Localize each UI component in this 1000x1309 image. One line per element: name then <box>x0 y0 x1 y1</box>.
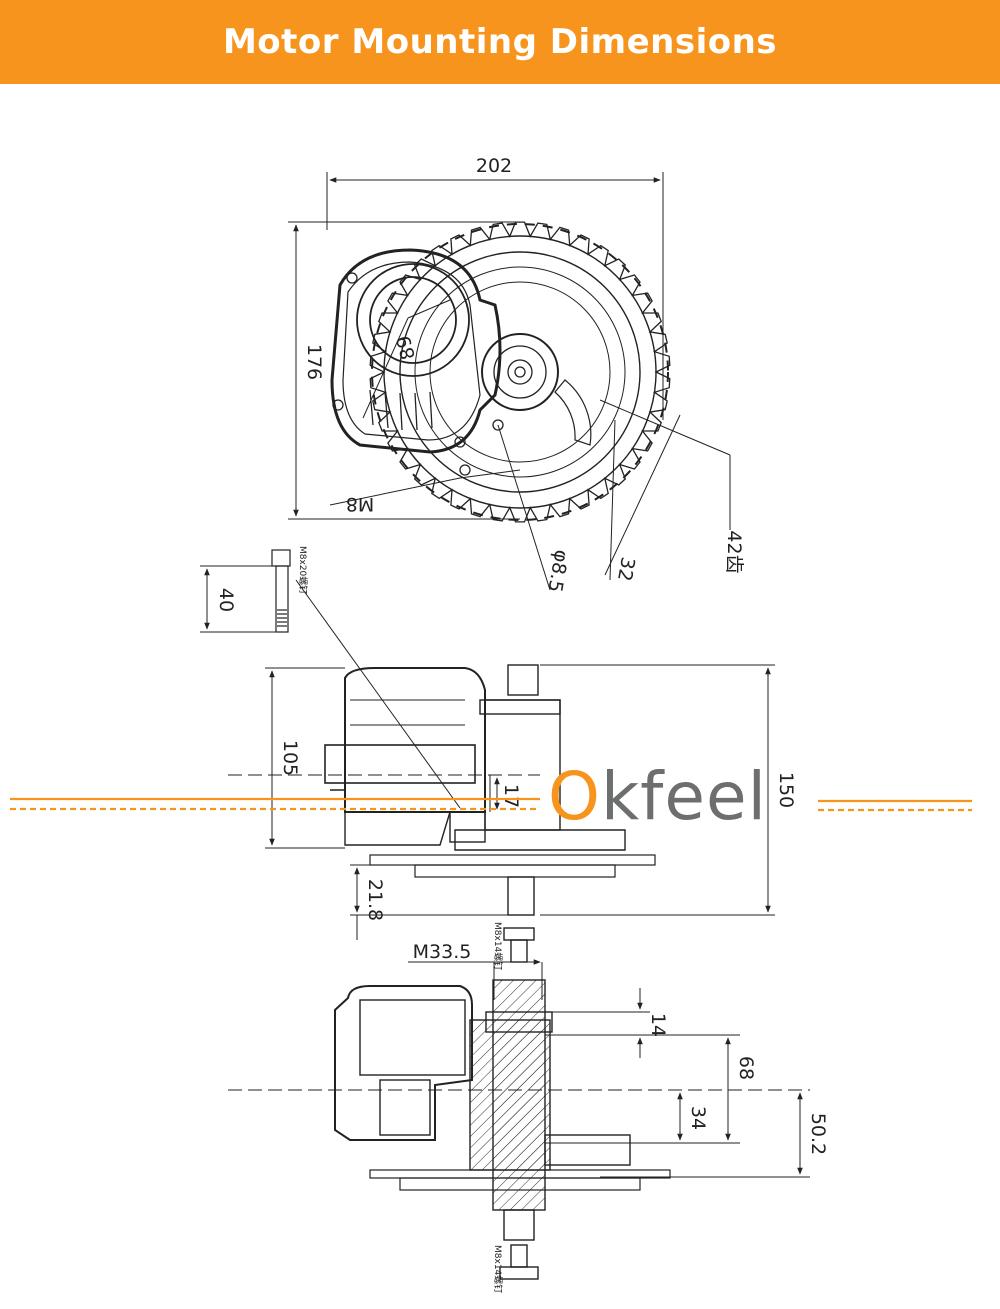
dim-offset: 32 <box>613 555 639 583</box>
dim-total: 150 <box>775 772 797 808</box>
brand-first-letter: O <box>548 758 601 835</box>
dim-hole: φ8.5 <box>543 548 572 594</box>
brand-logo: Okfeel <box>548 758 767 835</box>
dim-68: 68 <box>735 1056 757 1080</box>
dim-axle: 17 <box>500 784 522 808</box>
bolt-label: M8x20螺钉 <box>297 546 308 594</box>
page-title: Motor Mounting Dimensions <box>222 22 778 62</box>
guide-lines <box>10 797 972 812</box>
technical-drawing: 202 176 89 M8 φ8.5 32 42齿 M8x20螺钉 40 <box>10 155 972 1293</box>
dim-bolt-circle: 89 <box>392 333 420 362</box>
dim-thread: M8 <box>346 493 374 515</box>
top-view <box>288 172 731 591</box>
dim-14: 14 <box>647 1013 669 1037</box>
dim-housing: 105 <box>279 740 301 776</box>
dim-width: 202 <box>476 155 512 177</box>
dim-34: 34 <box>687 1106 709 1130</box>
chainring-teeth-outline <box>369 221 671 523</box>
bolt-detail <box>200 549 461 809</box>
brand-rest: kfeel <box>600 758 767 835</box>
dim-chainline: 21.8 <box>364 879 386 921</box>
chainring-teeth <box>369 221 671 523</box>
header-banner: Motor Mounting Dimensions <box>0 0 1000 84</box>
screw-bottom-label: M8x14螺钉 <box>492 1245 503 1293</box>
dim-bolt-length: 40 <box>215 588 237 612</box>
dim-shell: M33.5 <box>413 941 472 963</box>
dim-50: 50.2 <box>807 1113 829 1155</box>
bottom-view <box>228 927 810 1280</box>
side-view <box>228 664 775 940</box>
dim-teeth: 42齿 <box>723 530 745 573</box>
screw-top-label: M8x14螺钉 <box>492 922 503 970</box>
dim-height: 176 <box>303 344 325 380</box>
